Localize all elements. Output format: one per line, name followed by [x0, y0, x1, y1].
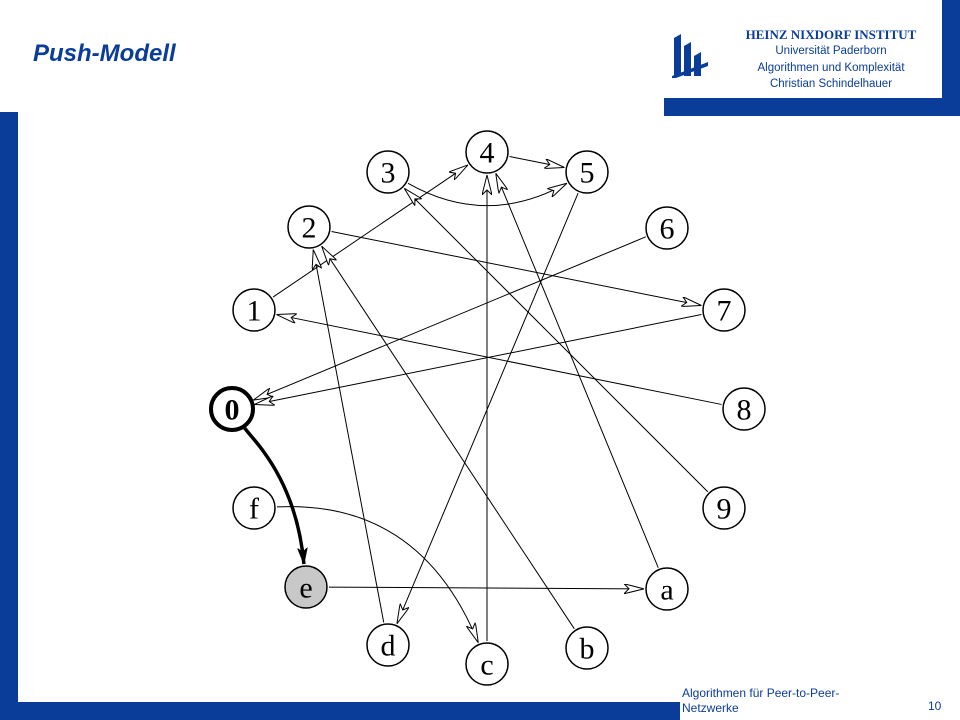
- institute-info: HEINZ NIXDORF INSTITUT Universität Pader…: [720, 28, 942, 96]
- node-circle: [465, 130, 509, 174]
- university-logo-icon: [672, 34, 708, 78]
- edge-4-to-5: [509, 156, 565, 168]
- edge-b-to-2: [322, 246, 575, 630]
- node-label: 9: [717, 493, 732, 526]
- node-8: 8: [722, 387, 766, 431]
- node-label: e: [299, 572, 312, 605]
- node-7: 7: [702, 288, 746, 332]
- node-label: d: [381, 630, 396, 663]
- node-f: f: [232, 486, 276, 530]
- node-d: d: [366, 623, 410, 667]
- slide-title: Push-Modell: [33, 40, 176, 67]
- bottom-accent-bar: [0, 702, 680, 720]
- node-9: 9: [702, 486, 746, 530]
- edge-6-to-0: [253, 236, 646, 400]
- node-circle: [287, 205, 331, 249]
- edge-f-to-c: [276, 506, 478, 643]
- node-label: 4: [480, 137, 495, 170]
- edge-0-to-e: [243, 427, 304, 564]
- edge-1-to-4: [272, 165, 468, 298]
- node-circle: [702, 288, 746, 332]
- edge-a-to-4: [496, 173, 659, 568]
- edge-8-to-1: [277, 315, 722, 405]
- node-label: b: [580, 633, 595, 666]
- node-circle: [209, 386, 255, 432]
- edge-7-to-0: [255, 314, 702, 405]
- node-a: a: [645, 567, 689, 611]
- node-circle: [702, 486, 746, 530]
- node-label: f: [249, 493, 259, 526]
- node-label: c: [480, 649, 493, 682]
- node-label: 0: [225, 394, 240, 427]
- edge-2-to-7: [331, 231, 702, 306]
- node-circle: [722, 387, 766, 431]
- page-number: 10: [928, 699, 942, 713]
- node-circle: [366, 150, 410, 194]
- node-circle: [565, 626, 609, 670]
- node-circle: [565, 150, 609, 194]
- edge-e-to-a: [328, 587, 644, 589]
- node-e: e: [284, 565, 328, 609]
- node-circle: [232, 288, 276, 332]
- left-accent-bar: [0, 112, 18, 702]
- node-0: 0: [209, 386, 255, 432]
- institute-header-panel: HEINZ NIXDORF INSTITUT Universität Pader…: [664, 0, 942, 98]
- node-2: 2: [287, 205, 331, 249]
- node-circle: [645, 206, 689, 250]
- node-circle: [645, 567, 689, 611]
- node-circle: [232, 486, 276, 530]
- course-title: Algorithmen für Peer-to-Peer-Netzwerke: [682, 686, 840, 715]
- node-4: 4: [465, 130, 509, 174]
- node-label: 3: [381, 157, 396, 190]
- node-label: 1: [247, 295, 262, 328]
- node-1: 1: [232, 288, 276, 332]
- node-label: 8: [737, 394, 752, 427]
- node-label: a: [660, 574, 673, 607]
- edge-9-to-3: [404, 188, 709, 493]
- edge-d-to-2: [313, 250, 385, 623]
- node-b: b: [565, 626, 609, 670]
- node-3: 3: [366, 150, 410, 194]
- institute-name: HEINZ NIXDORF INSTITUT: [745, 27, 917, 42]
- node-label: 7: [717, 295, 732, 328]
- node-c: c: [465, 642, 509, 686]
- author-name: Christian Schindelhauer: [769, 78, 893, 90]
- institute-header: HEINZ NIXDORF INSTITUT Universität Pader…: [664, 0, 960, 116]
- university-name: Universität Paderborn: [775, 45, 887, 57]
- node-circle: [465, 642, 509, 686]
- department-name: Algorithmen und Komplexität: [757, 61, 905, 74]
- node-circle: [366, 623, 410, 667]
- node-circle: [284, 565, 328, 609]
- node-label: 6: [660, 213, 675, 246]
- node-label: 5: [580, 157, 595, 190]
- node-label: 2: [302, 212, 317, 245]
- node-6: 6: [645, 206, 689, 250]
- node-5: 5: [565, 150, 609, 194]
